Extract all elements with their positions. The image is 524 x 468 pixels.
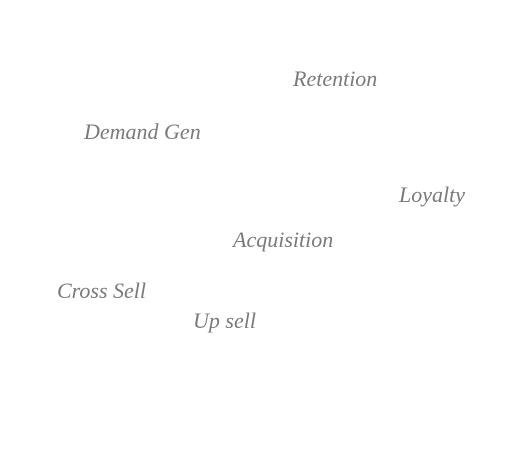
word-retention: Retention	[293, 66, 378, 91]
word-demand-gen: Demand Gen	[84, 119, 201, 144]
word-loyalty: Loyalty	[399, 182, 465, 207]
word-cross-sell: Cross Sell	[57, 278, 147, 303]
word-up-sell: Up sell	[193, 308, 256, 333]
word-acquisition: Acquisition	[233, 227, 334, 252]
